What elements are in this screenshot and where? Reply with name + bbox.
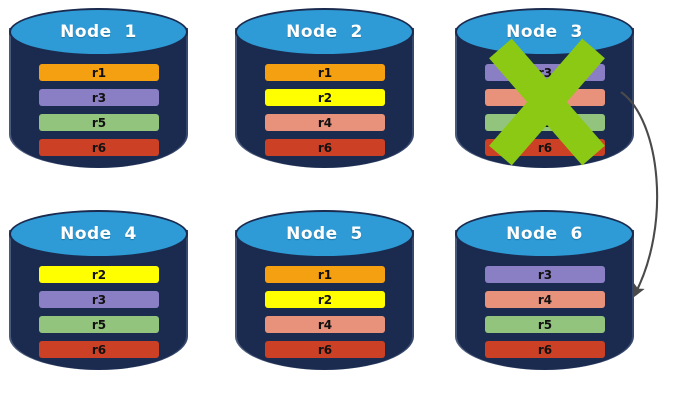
replica-bar[interactable]: r5 <box>485 316 605 333</box>
replica-bar[interactable]: r2 <box>265 291 385 308</box>
replica-bar[interactable]: r2 <box>265 89 385 106</box>
replica-bar[interactable]: r5 <box>39 114 159 131</box>
cylinder-top: Node 3 <box>455 8 634 56</box>
replica-bar[interactable]: r1 <box>39 64 159 81</box>
node-1[interactable]: Node 1 r1 r3 r5 r6 <box>6 6 191 184</box>
cylinder-top: Node 2 <box>235 8 414 56</box>
replica-bar[interactable]: r4 <box>265 114 385 131</box>
node-4[interactable]: Node 4 r2 r3 r5 r6 <box>6 208 191 386</box>
replica-bar[interactable]: r1 <box>265 266 385 283</box>
cylinder-top: Node 4 <box>9 210 188 258</box>
replica-bar[interactable]: r6 <box>485 341 605 358</box>
replica-bar[interactable]: r3 <box>485 266 605 283</box>
cylinder-top: Node 1 <box>9 8 188 56</box>
node-2[interactable]: Node 2 r1 r2 r4 r6 <box>232 6 417 184</box>
replica-bar[interactable]: r6 <box>265 341 385 358</box>
node-5[interactable]: Node 5 r1 r2 r4 r6 <box>232 208 417 386</box>
replica-list: r1 r2 r4 r6 <box>265 266 385 358</box>
replica-bar[interactable]: r1 <box>265 64 385 81</box>
node-label: Node 3 <box>506 22 583 42</box>
replica-bar[interactable]: r3 <box>39 89 159 106</box>
replica-bar[interactable]: r4 <box>485 291 605 308</box>
cylinder-top: Node 6 <box>455 210 634 258</box>
replica-bar[interactable]: r4 <box>265 316 385 333</box>
replica-list: r3 r4 r5 r6 <box>485 266 605 358</box>
replica-bar[interactable]: r3 <box>39 291 159 308</box>
node-3[interactable]: Node 3 r3 r4 r5 r6 <box>452 6 637 184</box>
replica-list: r1 r2 r4 r6 <box>265 64 385 156</box>
replica-bar[interactable]: r5 <box>39 316 159 333</box>
replica-bar[interactable]: r6 <box>39 139 159 156</box>
node-label: Node 1 <box>60 22 137 42</box>
node-label: Node 4 <box>60 224 137 244</box>
replica-bar[interactable]: r6 <box>39 341 159 358</box>
replica-bar[interactable]: r6 <box>485 139 605 156</box>
replica-list: r1 r3 r5 r6 <box>39 64 159 156</box>
replica-bar[interactable]: r5 <box>485 114 605 131</box>
replica-bar[interactable]: r2 <box>39 266 159 283</box>
node-6[interactable]: Node 6 r3 r4 r5 r6 <box>452 208 637 386</box>
replica-list: r3 r4 r5 r6 <box>485 64 605 156</box>
node-label: Node 6 <box>506 224 583 244</box>
replica-list: r2 r3 r5 r6 <box>39 266 159 358</box>
replica-bar[interactable]: r4 <box>485 89 605 106</box>
replica-bar[interactable]: r3 <box>485 64 605 81</box>
node-label: Node 5 <box>286 224 363 244</box>
cylinder-top: Node 5 <box>235 210 414 258</box>
node-label: Node 2 <box>286 22 363 42</box>
replica-bar[interactable]: r6 <box>265 139 385 156</box>
